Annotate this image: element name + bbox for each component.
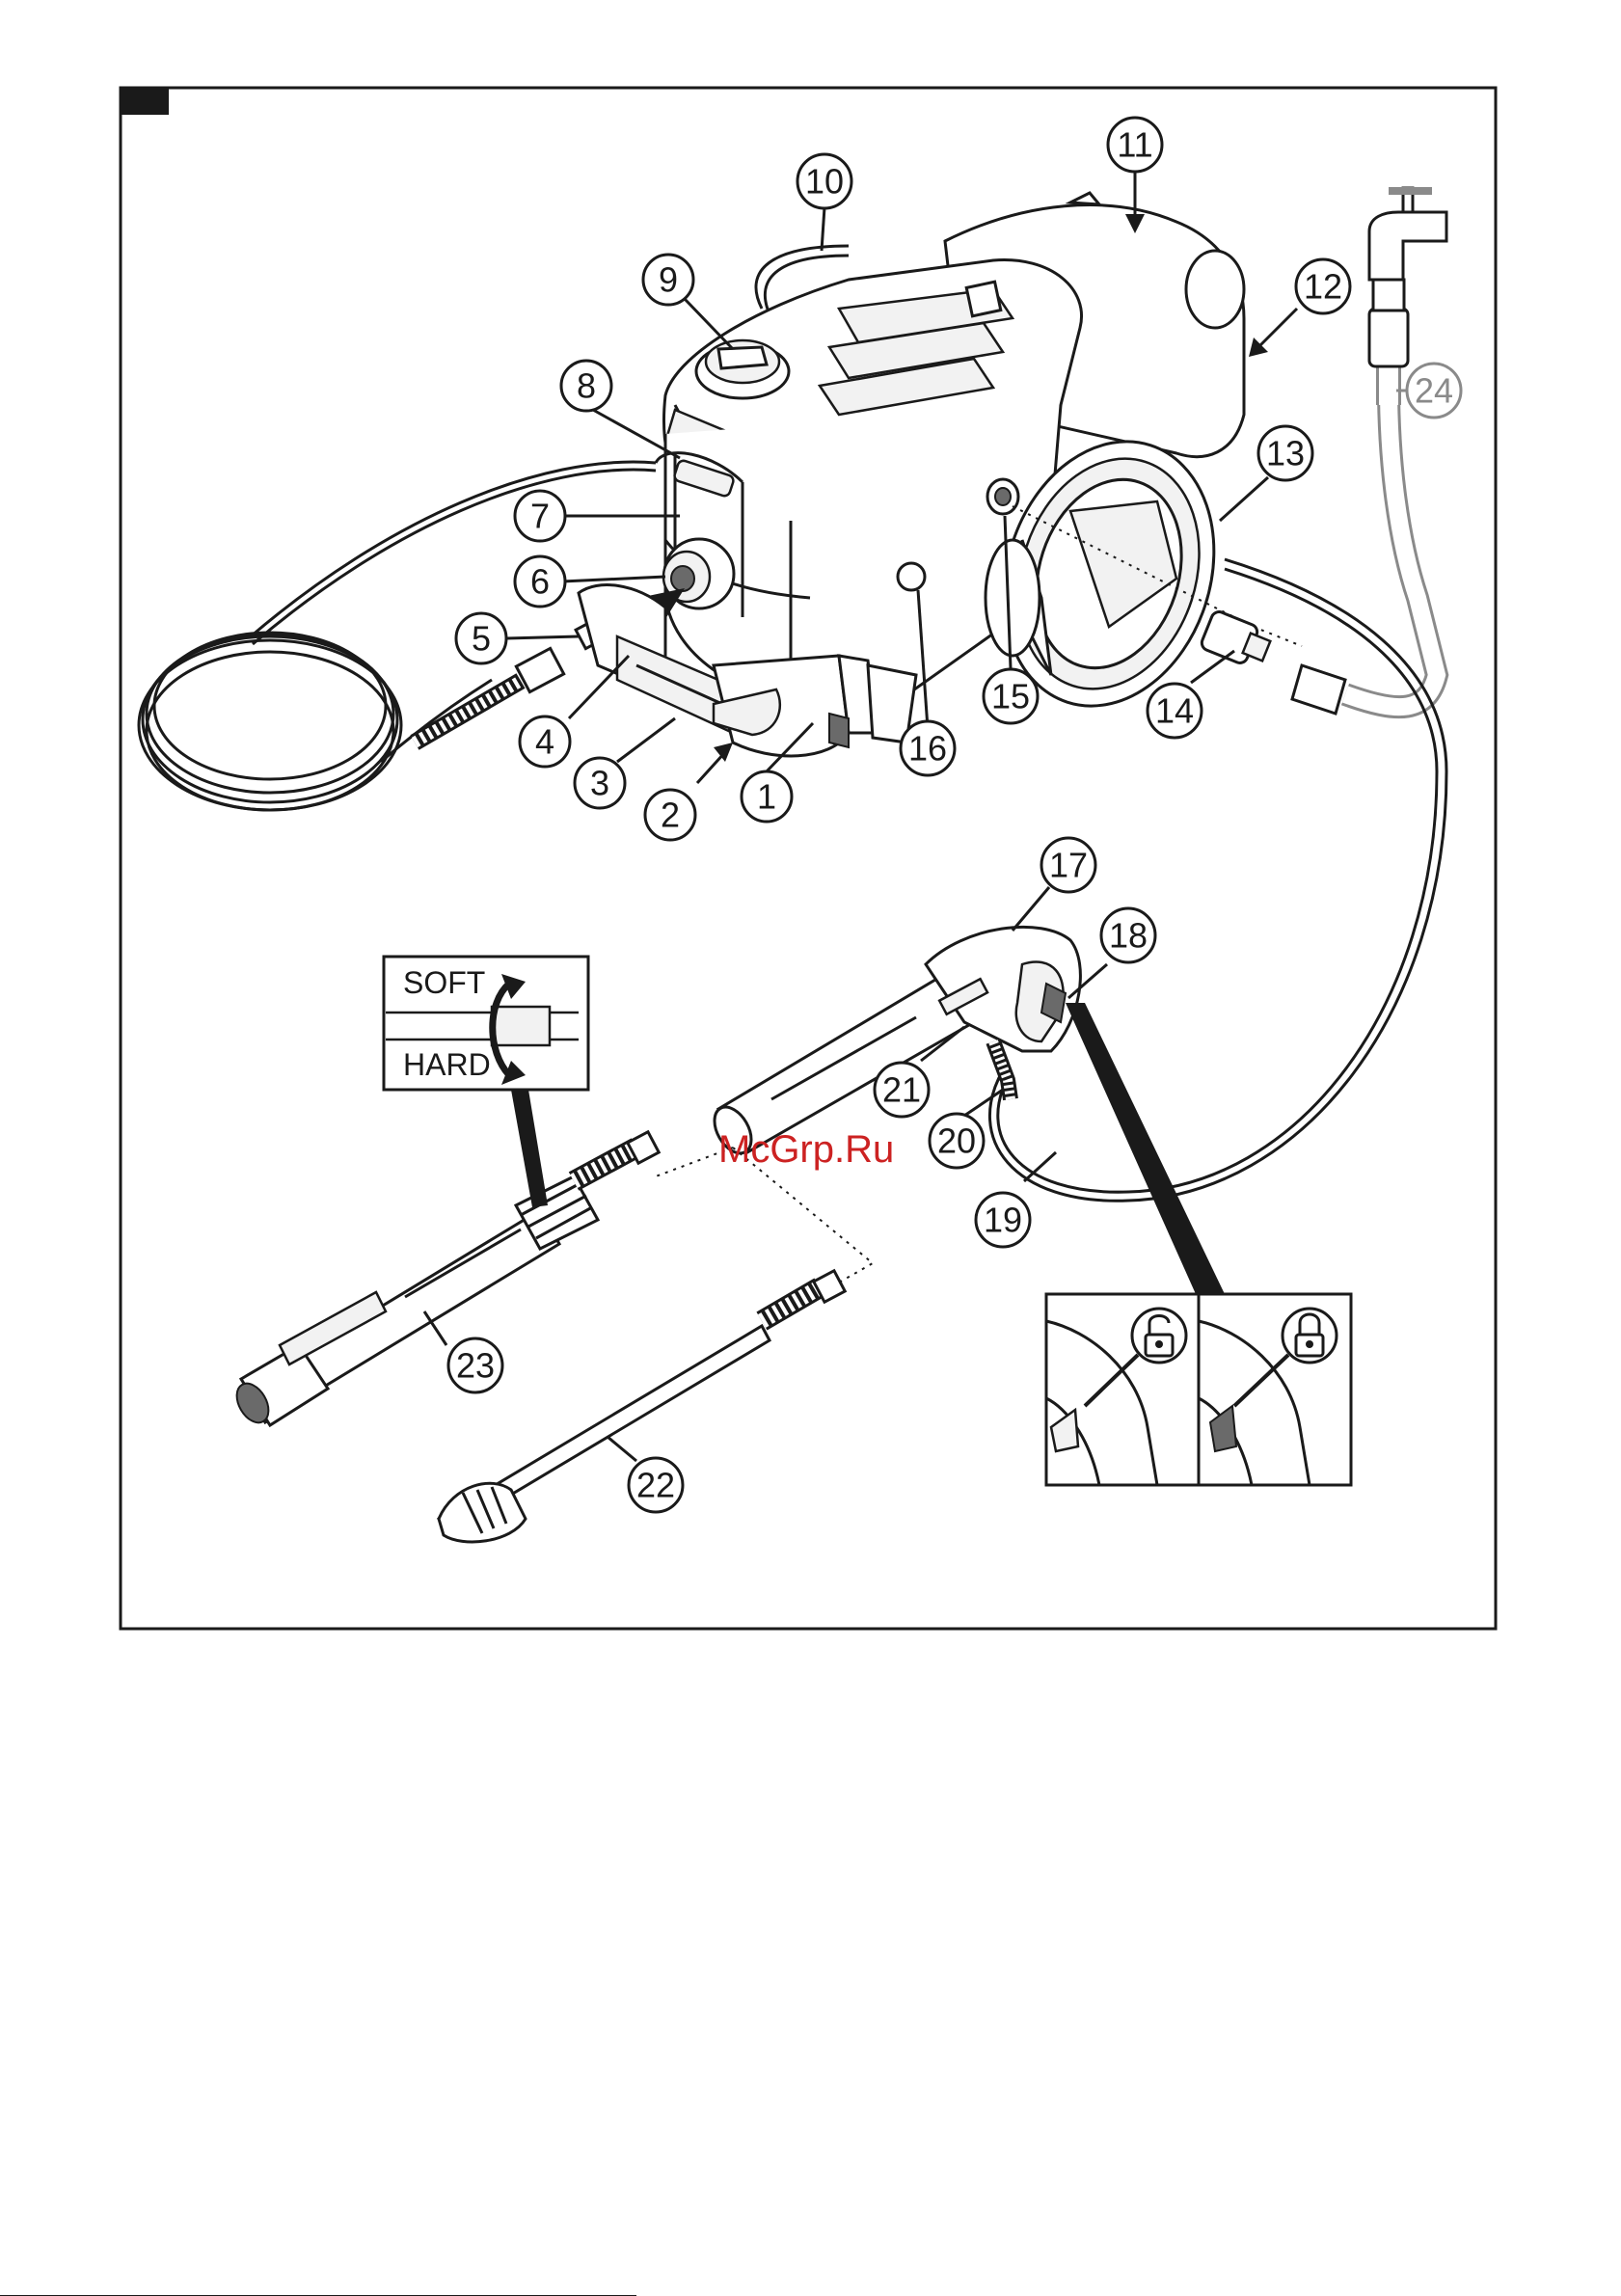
vario-power-lance: [230, 1132, 659, 1428]
callout-11-label: 11: [1117, 125, 1152, 165]
nozzle-adjust-inset: SOFT HARD: [384, 957, 588, 1207]
callout-21-label: 21: [882, 1070, 921, 1110]
callout-19-label: 19: [984, 1201, 1022, 1240]
callout-9-label: 9: [659, 260, 678, 300]
callout-10-label: 10: [805, 162, 844, 202]
lock-icon: [1283, 1309, 1337, 1363]
callout-8: 8: [561, 361, 611, 411]
callout-15-label: 15: [991, 677, 1030, 716]
callout-4-label: 4: [535, 722, 554, 762]
callout-1: 1: [742, 771, 792, 822]
watermark: McGrp.Ru: [718, 1128, 894, 1171]
callout-3: 3: [575, 758, 625, 808]
callout-14-label: 14: [1155, 691, 1194, 731]
callout-3-label: 3: [590, 764, 609, 803]
callout-23-label: 23: [456, 1346, 495, 1386]
unlock-icon: [1132, 1309, 1186, 1363]
callout-22: 22: [629, 1458, 683, 1512]
trigger-gun: [707, 927, 1080, 1159]
callout-11: 11: [1108, 118, 1162, 172]
callout-16-label: 16: [908, 729, 947, 769]
callout-12: 12: [1296, 259, 1350, 313]
callout-6-label: 6: [530, 562, 550, 602]
callout-13-label: 13: [1266, 434, 1305, 473]
callout-16: 16: [901, 721, 955, 775]
callout-18: 18: [1101, 908, 1155, 962]
callout-5-label: 5: [472, 619, 491, 659]
callout-6: 6: [515, 556, 565, 607]
callout-20: 20: [930, 1114, 984, 1168]
inset-hard-label: HARD: [403, 1047, 491, 1082]
callout-2-label: 2: [661, 796, 680, 835]
callout-22-label: 22: [636, 1466, 675, 1505]
callout-24-label: 24: [1415, 371, 1453, 411]
callout-13: 13: [1258, 426, 1312, 480]
callout-2: 2: [645, 790, 695, 840]
callout-10: 10: [797, 154, 851, 208]
callout-12-label: 12: [1304, 267, 1342, 307]
callout-9: 9: [643, 255, 693, 305]
callout-5: 5: [456, 613, 506, 663]
callout-24: 24: [1407, 364, 1461, 418]
callout-7-label: 7: [530, 497, 550, 536]
callout-18-label: 18: [1109, 916, 1148, 956]
trigger-lock-inset: [1046, 1003, 1351, 1485]
callout-7: 7: [515, 491, 565, 541]
callout-20-label: 20: [937, 1121, 976, 1161]
callout-21: 21: [875, 1063, 929, 1117]
inset-soft-label: SOFT: [403, 965, 485, 1000]
callout-14: 14: [1148, 684, 1202, 738]
callout-15: 15: [984, 669, 1038, 723]
callout-4: 4: [520, 716, 570, 767]
callout-17: 17: [1041, 838, 1095, 892]
callout-8-label: 8: [577, 366, 596, 406]
callout-17-label: 17: [1049, 846, 1088, 885]
figure-corner-tab: [121, 88, 169, 115]
callout-1-label: 1: [757, 777, 776, 817]
callout-23: 23: [448, 1338, 502, 1392]
callout-19: 19: [976, 1193, 1030, 1247]
